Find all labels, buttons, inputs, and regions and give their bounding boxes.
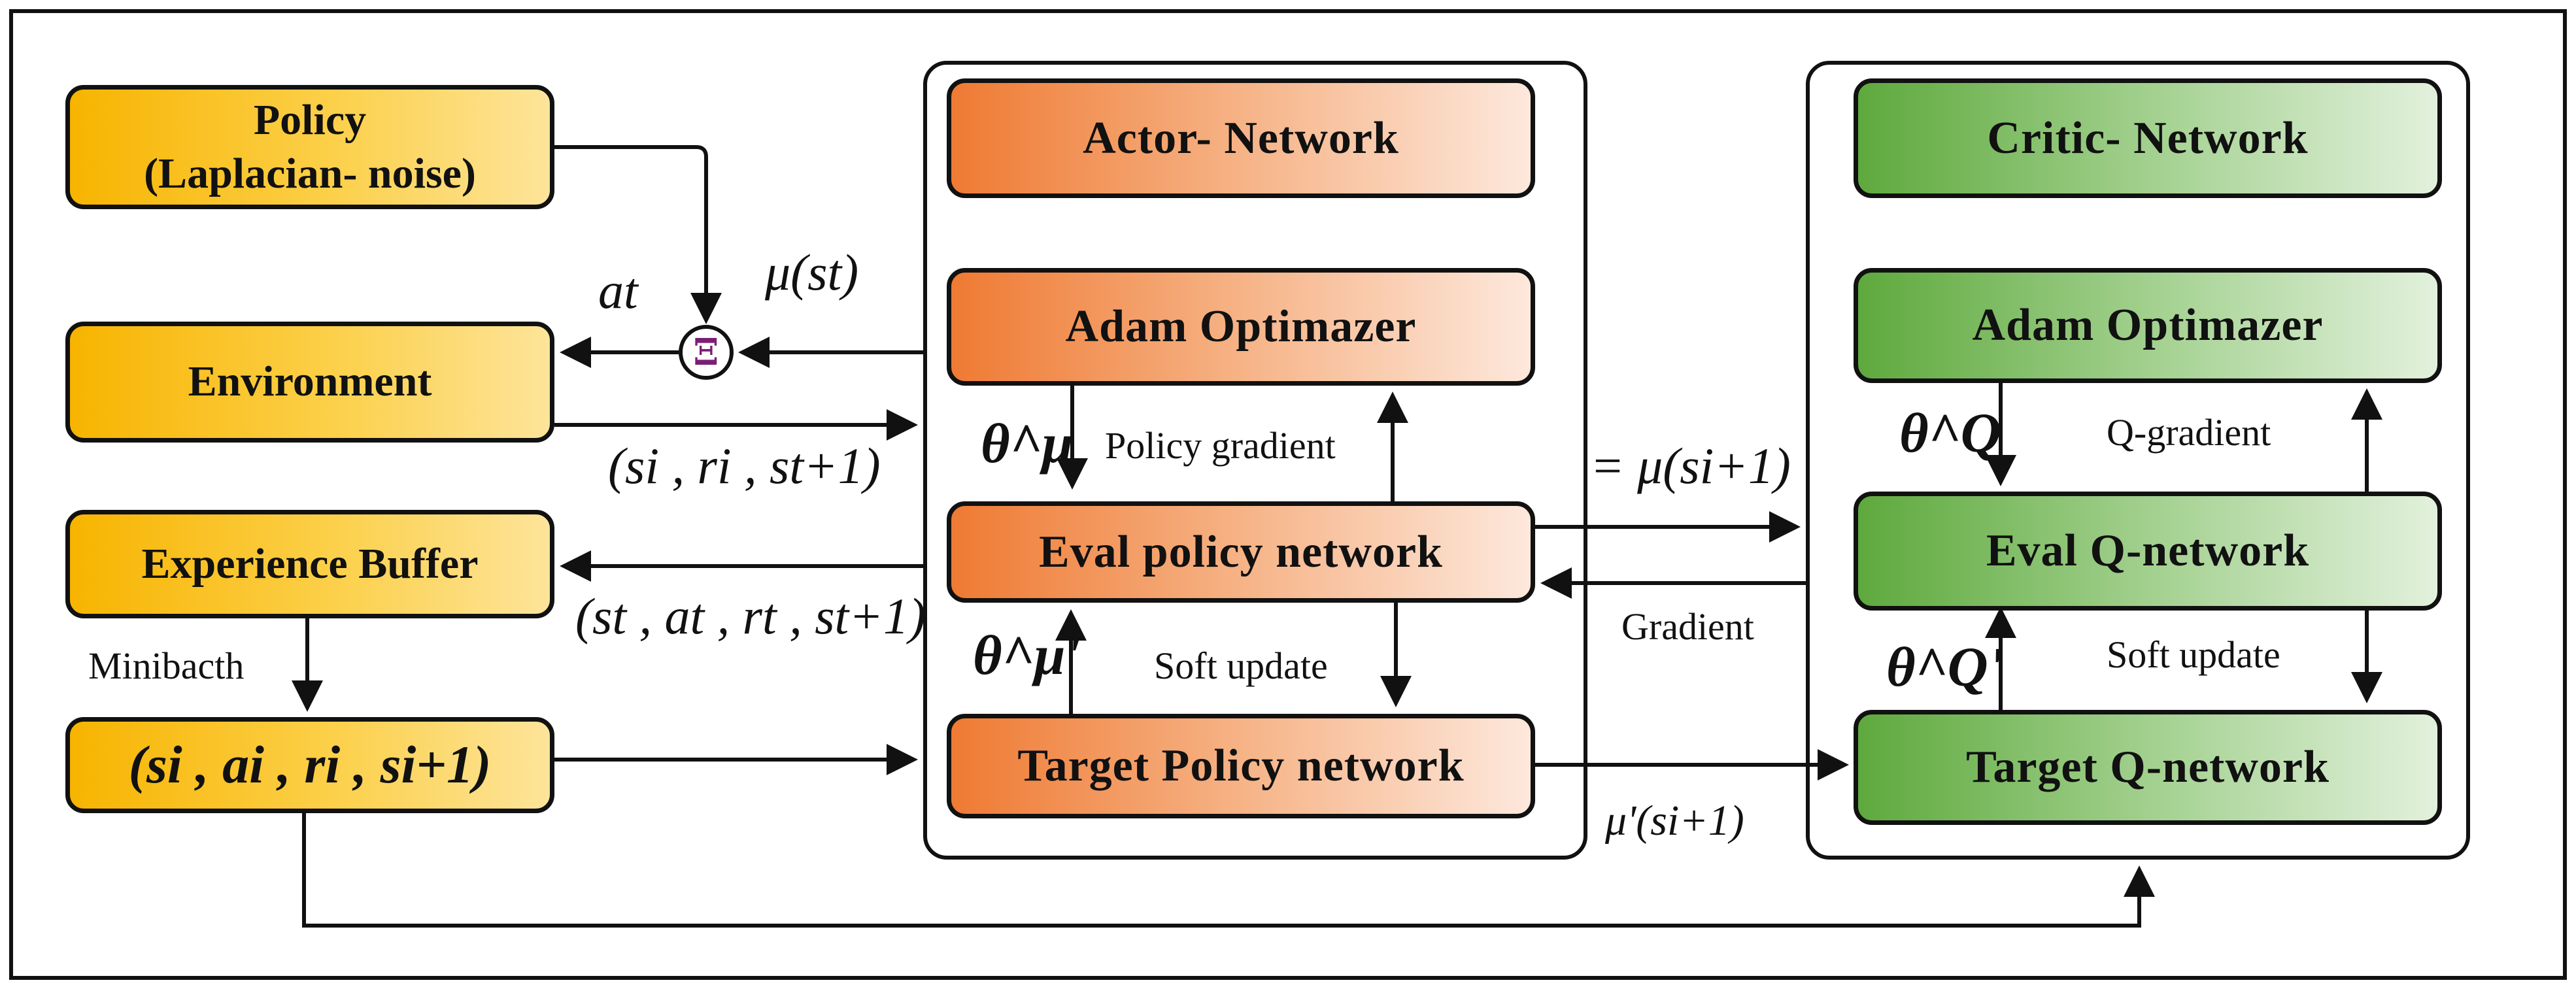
noise-node: Ξ: [679, 325, 734, 380]
eval-policy-network: Eval policy network: [947, 501, 1535, 603]
critic-adam-optimizer: Adam Optimazer: [1854, 268, 2442, 383]
experience-buffer-box: Experience Buffer: [65, 510, 554, 618]
policy-to-noise-arrow: [554, 145, 722, 324]
theta-mu-label: θ^μ: [981, 412, 1074, 475]
action-label: at: [598, 262, 638, 319]
gradient-label: Gradient: [1621, 605, 1754, 648]
target-policy-network: Target Policy network: [947, 714, 1535, 818]
theta-q-label: θ^Q: [1899, 401, 2001, 464]
actor-panel: [923, 61, 1587, 860]
sample-box: (si , ai , ri , si+1): [65, 717, 554, 813]
sample-label: (si , ai , ri , si+1): [128, 735, 492, 795]
environment-box: Environment: [65, 322, 554, 443]
q-gradient-label: Q-gradient: [2107, 411, 2271, 454]
policy-box: Policy (Laplacian- noise): [65, 85, 554, 209]
mu-st-label: μ(st): [765, 244, 859, 301]
sample-to-critic-arrow: [302, 813, 2155, 928]
eval-q-network: Eval Q-network: [1854, 492, 2442, 611]
target-q-network: Target Q-network: [1854, 710, 2442, 825]
transition-env-label: (si , ri , st+1): [608, 437, 881, 494]
theta-mu-prime-label: θ^μ': [973, 624, 1081, 686]
actor-soft-update-label: Soft update: [1154, 645, 1328, 687]
mu-prime-next-label: μ'(si+1): [1605, 797, 1744, 845]
outer-frame: [9, 9, 2567, 980]
actor-adam-optimizer: Adam Optimazer: [947, 268, 1535, 386]
policy-gradient-label: Policy gradient: [1105, 424, 1336, 467]
minibatch-label: Minibacth: [88, 645, 245, 687]
critic-network-title: Critic- Network: [1854, 78, 2442, 198]
actor-network-title: Actor- Network: [947, 78, 1535, 198]
critic-soft-update-label: Soft update: [2107, 633, 2280, 676]
theta-q-prime-label: θ^Q': [1886, 635, 2004, 698]
transition-buffer-label: (st , at , rt , st+1): [575, 588, 926, 645]
noise-symbol: Ξ: [693, 331, 719, 374]
mu-next-label: = μ(si+1): [1590, 437, 1791, 494]
critic-panel: [1806, 61, 2470, 860]
